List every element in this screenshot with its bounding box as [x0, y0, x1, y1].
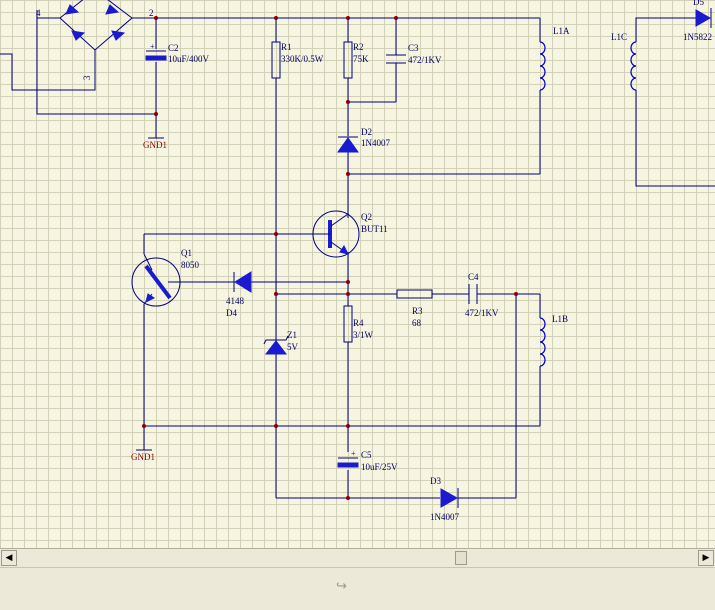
svg-text:+: +: [150, 42, 155, 51]
junction-dot: [142, 424, 146, 428]
transistor-q1[interactable]: [131, 253, 181, 307]
q2-ref-label: Q2: [361, 212, 372, 222]
inductor-l1c[interactable]: [630, 41, 637, 91]
r4-ref-label: R4: [353, 318, 364, 328]
r1-value-label: 330K/0.5W: [281, 54, 324, 64]
resistor-r4[interactable]: [343, 305, 353, 343]
junction-dot: [274, 232, 278, 236]
c5-value-label: 10uF/25V: [361, 462, 398, 472]
r3-value-label: 68: [412, 318, 422, 328]
junction-dot: [346, 424, 350, 428]
q1-ref-label: Q1: [181, 248, 192, 258]
z1-ref-label: Z1: [287, 330, 297, 340]
schematic-canvas[interactable]: +: [0, 0, 715, 548]
diode-d5[interactable]: [695, 8, 712, 28]
gnd1-top-label: GND1: [143, 140, 167, 150]
bridge-pin-4-label: 4: [36, 8, 41, 18]
wires: [0, 10, 715, 499]
junction-dot: [346, 172, 350, 176]
junction-dot: [514, 292, 518, 296]
svg-text:+: +: [351, 449, 356, 458]
resistor-r1[interactable]: [271, 41, 281, 79]
junction-dot: [274, 424, 278, 428]
bridge-pin-2-label: 2: [149, 8, 154, 18]
junctions: [142, 16, 518, 500]
c5-ref-label: C5: [361, 450, 372, 460]
c3-value-label: 472/1KV: [408, 55, 442, 65]
horizontal-scrollbar[interactable]: ◀ ▶: [0, 548, 715, 567]
c2-value-label: 10uF/400V: [168, 54, 210, 64]
c2-ref-label: C2: [168, 43, 179, 53]
junction-dot: [274, 16, 278, 20]
q1-value-label: 8050: [181, 260, 200, 270]
transistor-q2[interactable]: [312, 210, 360, 258]
d5-ref-label: D5: [693, 0, 704, 7]
status-bar: ↪: [0, 567, 715, 610]
r4-value-label: 3/1W: [353, 330, 374, 340]
schematic-drawing: +: [0, 0, 715, 522]
c3-ref-label: C3: [408, 43, 419, 53]
bridge-rectifier[interactable]: [36, 0, 133, 51]
l1a-ref-label: L1A: [553, 26, 570, 36]
l1c-ref-label: L1C: [611, 32, 627, 42]
capacitor-c3[interactable]: [386, 54, 406, 64]
capacitor-c5[interactable]: +: [337, 449, 359, 468]
scroll-left-button[interactable]: ◀: [1, 550, 17, 566]
d3-value-label: 1N4007: [430, 512, 459, 522]
junction-dot: [154, 112, 158, 116]
junction-dot: [346, 280, 350, 284]
r1-ref-label: R1: [281, 42, 292, 52]
r2-ref-label: R2: [353, 42, 364, 52]
d3-ref-label: D3: [430, 476, 441, 486]
resistor-r3[interactable]: [396, 289, 433, 299]
inductor-l1b[interactable]: [539, 317, 546, 367]
r3-ref-label: R3: [412, 306, 423, 316]
capacitor-c2[interactable]: +: [145, 42, 167, 61]
c4-value-label: 472/1KV: [465, 308, 499, 318]
diode-d4[interactable]: [233, 271, 252, 293]
junction-dot: [154, 16, 158, 20]
junction-dot: [346, 100, 350, 104]
cursor-icon: ↪: [336, 579, 347, 594]
c4-ref-label: C4: [468, 272, 479, 282]
resistor-r2[interactable]: [343, 41, 353, 79]
d2-ref-label: D2: [361, 127, 372, 137]
inductor-l1a[interactable]: [539, 41, 546, 91]
scroll-thumb[interactable]: [455, 551, 467, 565]
scroll-right-button[interactable]: ▶: [698, 550, 714, 566]
d4-value-label: 4148: [226, 296, 245, 306]
junction-dot: [346, 292, 350, 296]
r2-value-label: 75K: [353, 54, 369, 64]
d4-ref-label: D4: [226, 308, 237, 318]
chevron-right-icon: ▶: [702, 553, 710, 563]
gnd1-bottom-label: GND1: [131, 452, 155, 462]
q2-value-label: BUT11: [361, 224, 388, 234]
junction-dot: [394, 16, 398, 20]
zener-z1[interactable]: [263, 335, 289, 355]
junction-dot: [346, 496, 350, 500]
chevron-left-icon: ◀: [5, 553, 13, 563]
junction-dot: [346, 16, 350, 20]
bridge-pin-3-label: 3: [82, 75, 92, 80]
diode-d3[interactable]: [440, 488, 459, 508]
l1b-ref-label: L1B: [552, 314, 568, 324]
d5-value-label: 1N5822: [683, 32, 712, 42]
z1-value-label: 5V: [287, 342, 299, 352]
d2-value-label: 1N4007: [361, 138, 390, 148]
diode-d2[interactable]: [337, 136, 359, 153]
labels: 4 2 3 C2 10uF/400V GND1 R1 330K/0.5W R2 …: [36, 0, 712, 522]
capacitor-c4[interactable]: [468, 284, 478, 304]
junction-dot: [274, 292, 278, 296]
